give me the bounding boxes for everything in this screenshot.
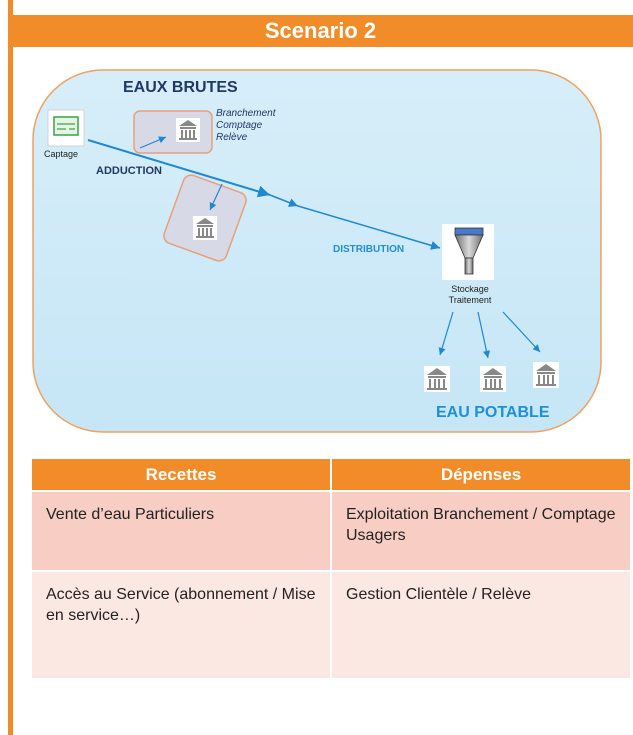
table-cell: Vente d’eau Particuliers [32,490,332,571]
table-header-row: Recettes Dépenses [32,459,630,491]
branchement-comptage-releve-label: Branchement Comptage Relève [216,108,275,144]
adduction-arrow-2 [269,194,299,207]
table-cell: Gestion Clientèle / Relève [331,570,630,678]
to-branch-arrow [209,183,223,211]
releve-label: Relève [216,132,248,143]
recettes-depenses-table: Recettes Dépenses Vente d’eau Particulie… [32,459,630,678]
table-cell: Accès au Service (abonnement / Mise en s… [32,570,332,678]
distribution-label: DISTRIBUTION [333,244,405,255]
to-branchement-arrow [139,136,167,149]
accent-left-bar [8,0,13,735]
building-icon [480,366,506,392]
depenses-header: Dépenses [331,459,630,491]
building-icon [424,366,450,392]
user-arrow-1 [438,311,454,356]
funnel-filter-icon [442,224,494,280]
building-icon [533,362,559,388]
table-row: Vente d’eau Particuliers Exploitation Br… [32,490,630,571]
recettes-header: Recettes [32,459,332,491]
meter-icon [47,109,85,147]
building-icon [193,216,217,240]
eau-potable-label: EAU POTABLE [436,404,550,421]
eaux-brutes-label: EAUX BRUTES [123,79,238,96]
building-icon [176,118,200,142]
comptage-label: Comptage [216,120,263,131]
network-panel [32,69,602,433]
table-row: Accès au Service (abonnement / Mise en s… [32,570,630,678]
captage-label: Captage [44,149,79,159]
distribution-arrow [297,205,441,250]
stockage-label: Stockage [451,284,489,294]
user-arrow-2 [477,311,490,359]
user-arrow-3 [502,311,541,353]
page-title: Scenario 2 [8,15,633,47]
adduction-label: ADDUCTION [96,165,162,177]
branchement-label: Branchement [216,108,276,119]
adduction-arrow [87,139,271,198]
stockage-traitement-label: Stockage Traitement [437,284,503,306]
branchement-box [133,110,213,154]
traitement-label: Traitement [448,295,492,305]
table-cell: Exploitation Branchement / Comptage Usag… [331,490,630,571]
